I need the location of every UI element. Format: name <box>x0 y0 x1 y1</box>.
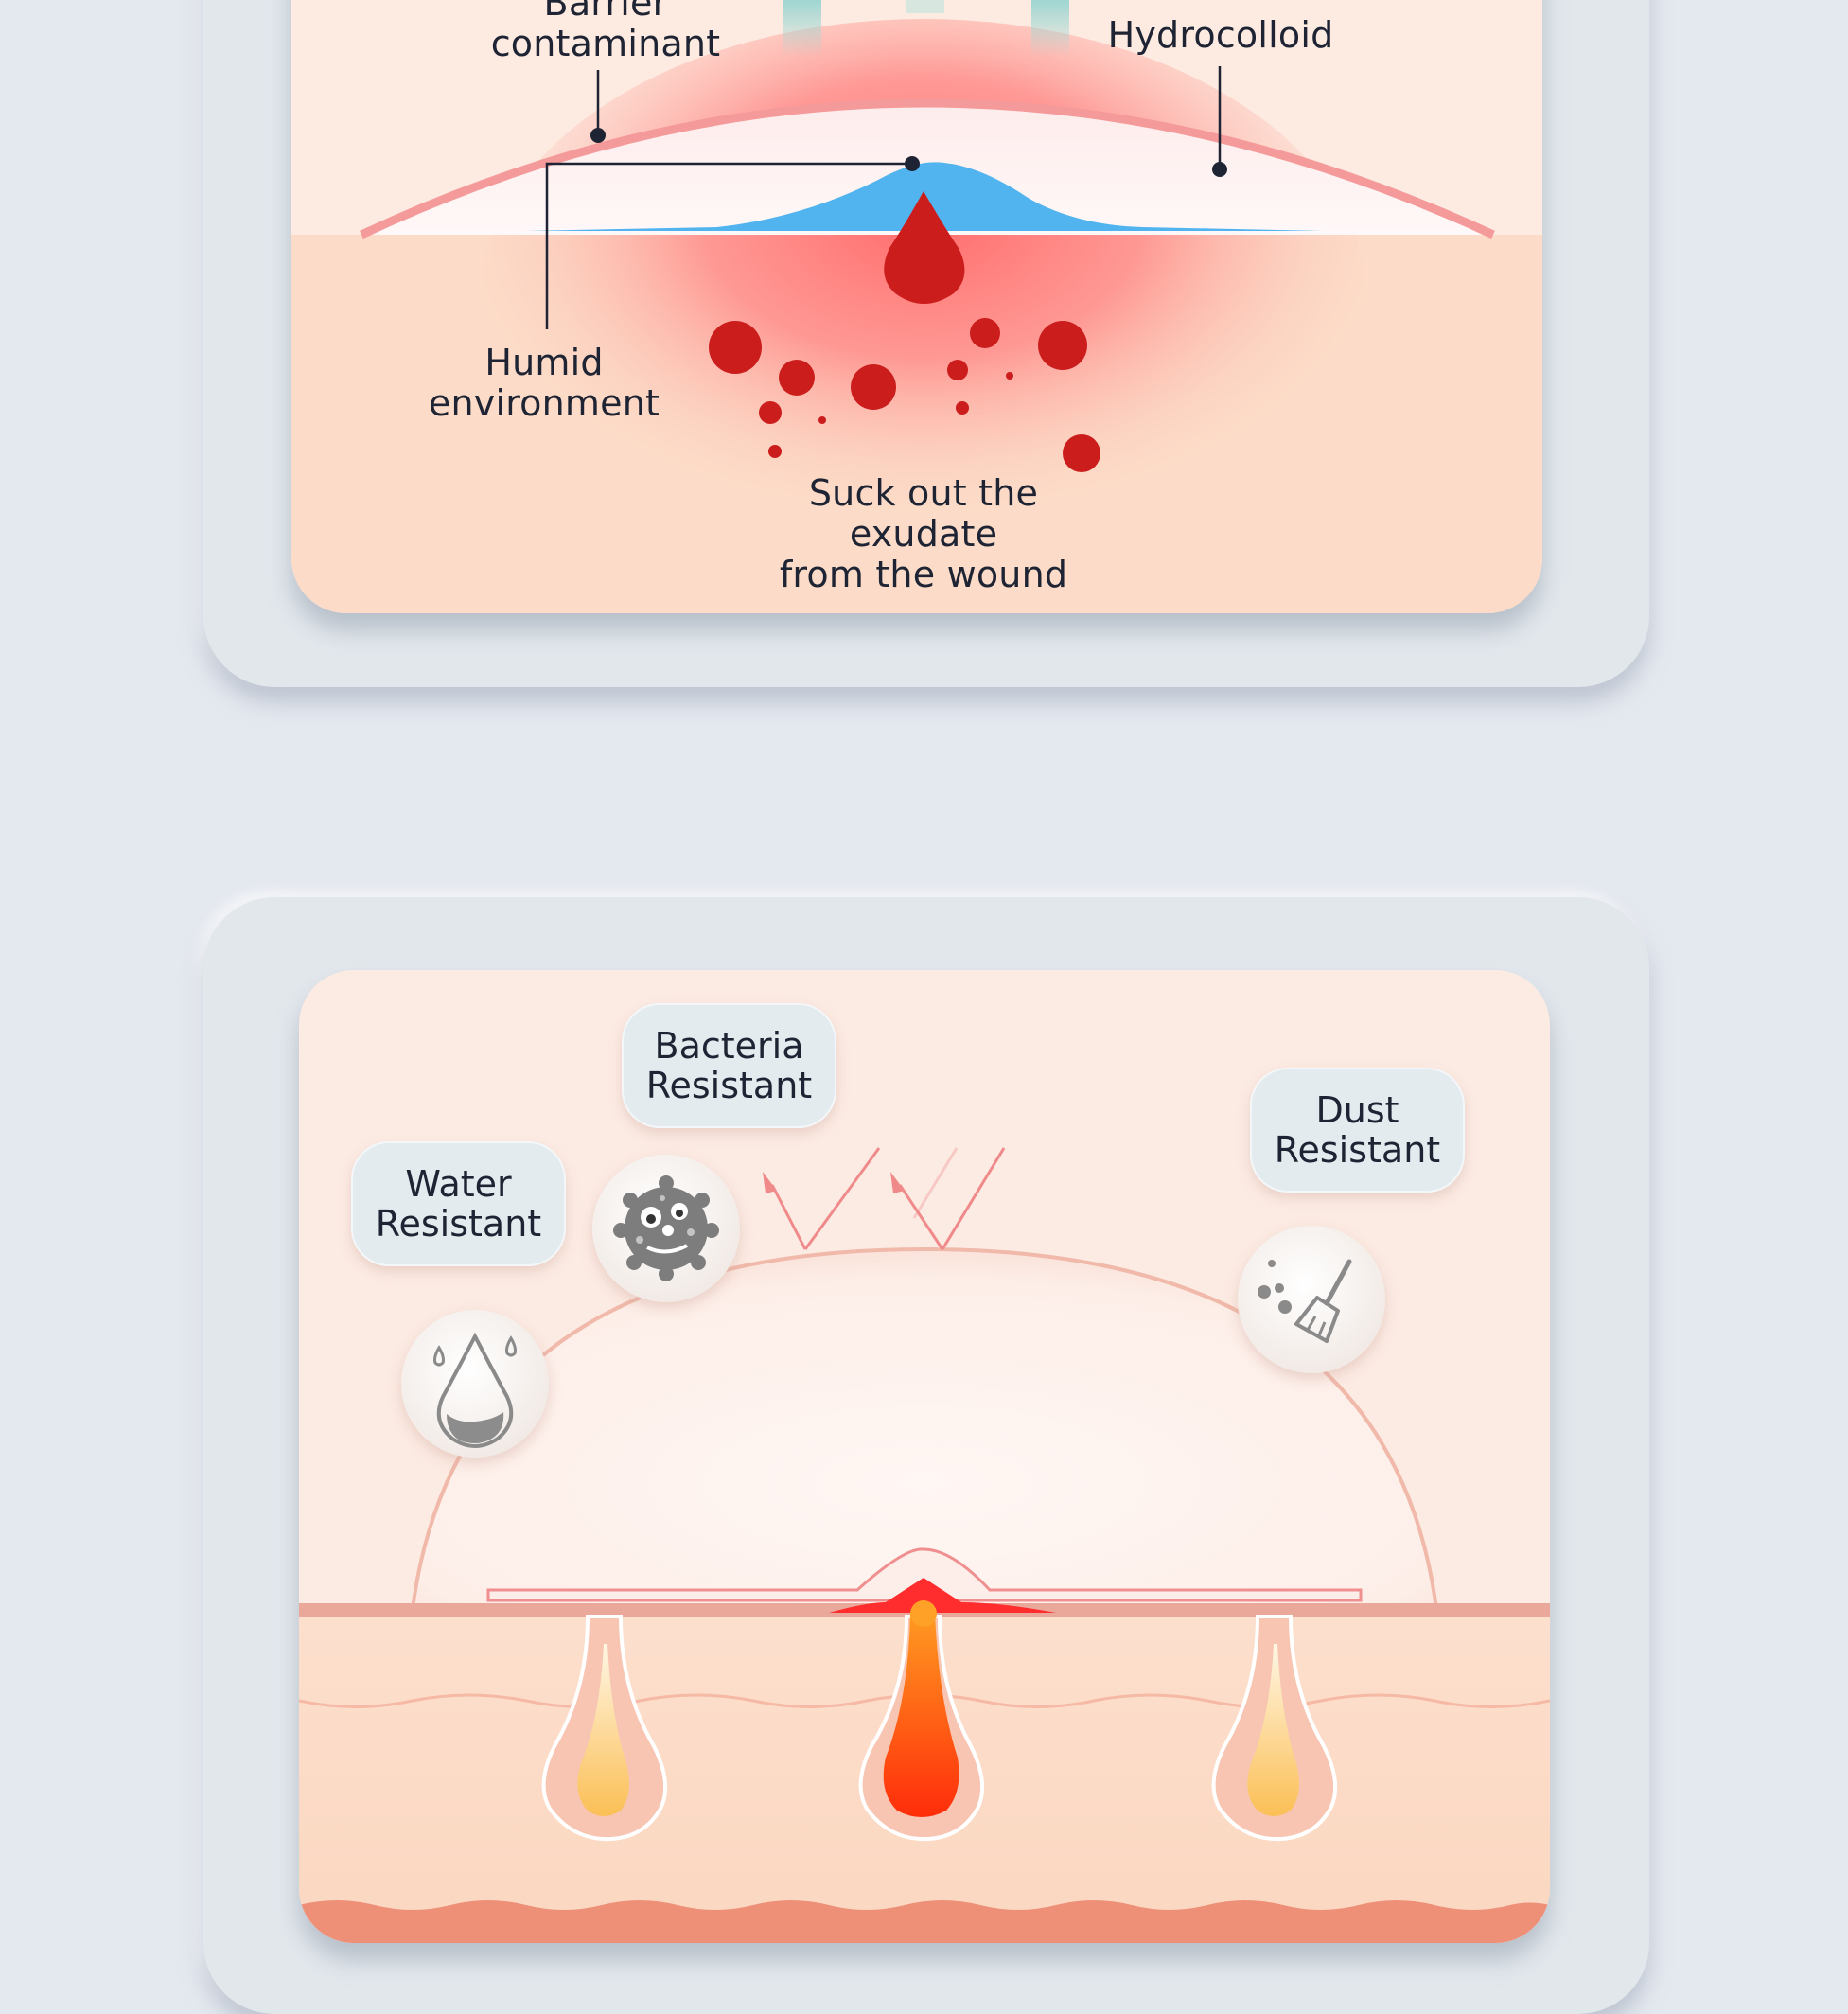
exudate-label: Suck out the exudate from the wound <box>734 473 1113 595</box>
water-drop-icon <box>401 1310 549 1458</box>
deflect-arrows <box>772 1148 1004 1249</box>
wound-bead <box>910 1600 937 1627</box>
bacteria-icon <box>592 1155 740 1302</box>
teal-bar <box>1031 0 1069 57</box>
dust-resistant-pill: Dust Resistant <box>1250 1068 1465 1192</box>
teal-bar <box>906 0 944 13</box>
broom-icon <box>1238 1226 1385 1373</box>
water-resistant-pill: Water Resistant <box>351 1141 566 1266</box>
bottom-wave <box>299 1900 1550 1943</box>
hydrocolloid-label: Hydrocolloid <box>1098 15 1344 56</box>
water-resistant-label: Water Resistant <box>376 1164 541 1244</box>
bacteria-resistant-label: Bacteria Resistant <box>646 1026 812 1105</box>
bacteria-resistant-pill: Bacteria Resistant <box>622 1003 836 1128</box>
barrier-label: Barrier contaminant <box>473 0 738 64</box>
humid-label: Humid environment <box>421 343 667 424</box>
arrow-heads <box>763 1172 905 1193</box>
dust-resistant-label: Dust Resistant <box>1275 1090 1440 1170</box>
teal-bar <box>783 0 821 57</box>
